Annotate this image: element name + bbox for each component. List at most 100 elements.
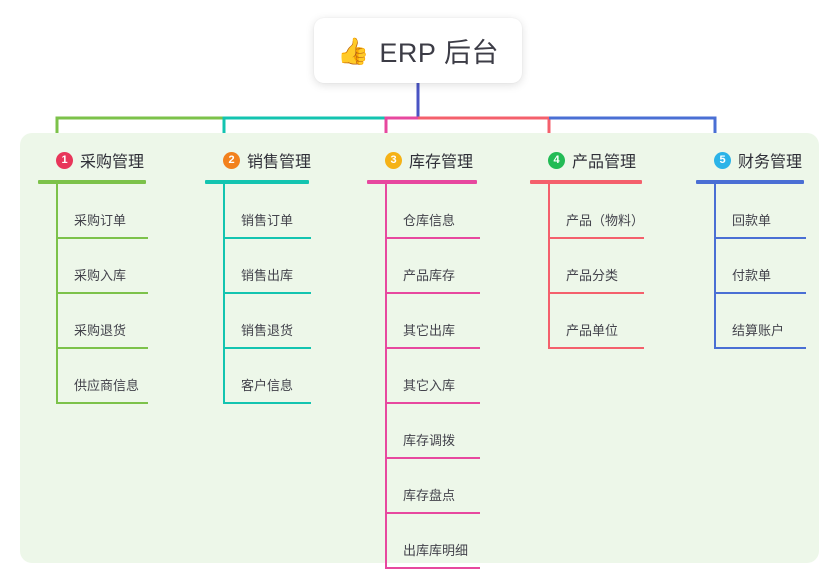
branch-leaves-1: 采购订单采购入库采购退货供应商信息 xyxy=(38,184,166,404)
leaf-item[interactable]: 采购退货 xyxy=(38,294,166,349)
leaf-item[interactable]: 回款单 xyxy=(696,184,818,239)
branch-column-3: 3 库存管理仓库信息产品库存其它出库其它入库库存调拨库存盘点出库库明细 xyxy=(367,148,489,569)
leaf-label: 销售订单 xyxy=(241,213,294,228)
root-node[interactable]: 👍 ERP 后台 xyxy=(314,18,522,83)
leaf-underline xyxy=(385,292,480,294)
leaf-label: 库存盘点 xyxy=(403,488,456,503)
leaf-item[interactable]: 产品单位 xyxy=(530,294,655,349)
leaf-underline xyxy=(548,347,644,349)
leaf-label: 仓库信息 xyxy=(403,213,456,228)
leaf-underline xyxy=(714,292,806,294)
leaf-underline xyxy=(56,402,148,404)
leaf-item[interactable]: 产品分类 xyxy=(530,239,655,294)
leaf-item[interactable]: 销售退货 xyxy=(205,294,323,349)
branch-title-1: 采购管理 xyxy=(80,154,145,171)
branch-underline-1 xyxy=(38,180,146,184)
branch-badge-3: 3 xyxy=(385,151,402,169)
leaf-item[interactable]: 库存盘点 xyxy=(367,459,489,514)
branch-badge-2: 2 xyxy=(223,151,240,169)
leaf-label: 产品分类 xyxy=(566,268,619,283)
leaf-label: 产品单位 xyxy=(566,323,619,338)
leaf-label: 库存调拨 xyxy=(403,433,456,448)
leaf-label: 付款单 xyxy=(732,268,772,283)
branch-leaves-5: 回款单付款单结算账户 xyxy=(696,184,818,349)
branch-column-2: 2 销售管理销售订单销售出库销售退货客户信息 xyxy=(205,148,323,404)
leaf-underline xyxy=(56,292,148,294)
branch-underline-4 xyxy=(530,180,642,184)
branch-leaves-3: 仓库信息产品库存其它出库其它入库库存调拨库存盘点出库库明细 xyxy=(367,184,489,569)
leaf-label: 产品库存 xyxy=(403,268,456,283)
leaf-label: 其它入库 xyxy=(403,378,456,393)
leaf-underline xyxy=(223,347,311,349)
leaf-item[interactable]: 库存调拨 xyxy=(367,404,489,459)
leaf-underline xyxy=(548,292,644,294)
leaf-label: 供应商信息 xyxy=(74,378,140,393)
leaf-label: 采购退货 xyxy=(74,323,127,338)
leaf-underline xyxy=(385,567,480,569)
branch-spine-1 xyxy=(56,184,58,404)
thumbs-up-icon: 👍 xyxy=(337,35,370,66)
leaf-label: 销售退货 xyxy=(241,323,294,338)
branch-column-4: 4 产品管理产品（物料） 产品分类产品单位 xyxy=(530,148,655,349)
leaf-underline xyxy=(548,237,644,239)
branch-underline-2 xyxy=(205,180,309,184)
leaf-item[interactable]: 其它入库 xyxy=(367,349,489,404)
branch-column-5: 5 财务管理回款单付款单结算账户 xyxy=(696,148,818,349)
branch-spine-3 xyxy=(385,184,387,569)
branch-leaves-2: 销售订单销售出库销售退货客户信息 xyxy=(205,184,323,404)
branch-badge-1: 1 xyxy=(56,151,73,169)
leaf-label: 产品（物料） xyxy=(566,213,645,228)
leaf-item[interactable]: 采购入库 xyxy=(38,239,166,294)
leaf-label: 采购订单 xyxy=(74,213,127,228)
leaf-label: 出库库明细 xyxy=(403,543,469,558)
leaf-label: 客户信息 xyxy=(241,378,294,393)
leaf-label: 采购入库 xyxy=(74,268,127,283)
branch-underline-5 xyxy=(696,180,804,184)
leaf-underline xyxy=(714,347,806,349)
leaf-underline xyxy=(223,402,311,404)
leaf-underline xyxy=(56,347,148,349)
leaf-underline xyxy=(56,237,148,239)
leaf-item[interactable]: 采购订单 xyxy=(38,184,166,239)
leaf-underline xyxy=(385,512,480,514)
leaf-underline xyxy=(385,457,480,459)
leaf-underline xyxy=(385,237,480,239)
leaf-underline xyxy=(385,402,480,404)
leaf-underline xyxy=(223,292,311,294)
leaf-item[interactable]: 付款单 xyxy=(696,239,818,294)
branch-underline-3 xyxy=(367,180,477,184)
leaf-underline xyxy=(223,237,311,239)
leaf-item[interactable]: 仓库信息 xyxy=(367,184,489,239)
leaf-label: 销售出库 xyxy=(241,268,294,283)
leaf-item[interactable]: 结算账户 xyxy=(696,294,818,349)
leaf-underline xyxy=(385,347,480,349)
branch-title-2: 销售管理 xyxy=(247,154,312,171)
branch-spine-5 xyxy=(714,184,716,349)
leaf-item[interactable]: 供应商信息 xyxy=(38,349,166,404)
leaf-label: 其它出库 xyxy=(403,323,456,338)
branch-header-3[interactable]: 3 库存管理 xyxy=(367,148,489,172)
branch-title-5: 财务管理 xyxy=(738,154,803,171)
branch-header-2[interactable]: 2 销售管理 xyxy=(205,148,323,172)
leaf-label: 回款单 xyxy=(732,213,772,228)
leaf-item[interactable]: 其它出库 xyxy=(367,294,489,349)
branch-header-5[interactable]: 5 财务管理 xyxy=(696,148,818,172)
leaf-label: 结算账户 xyxy=(732,323,785,338)
leaf-item[interactable]: 产品库存 xyxy=(367,239,489,294)
branch-title-3: 库存管理 xyxy=(409,154,474,171)
branch-badge-4: 4 xyxy=(548,151,565,169)
leaf-item[interactable]: 销售订单 xyxy=(205,184,323,239)
branch-leaves-4: 产品（物料） 产品分类产品单位 xyxy=(530,184,655,349)
branch-badge-5: 5 xyxy=(714,151,731,169)
branch-title-4: 产品管理 xyxy=(572,154,637,171)
leaf-item[interactable]: 出库库明细 xyxy=(367,514,489,569)
branch-spine-2 xyxy=(223,184,225,404)
root-title: ERP 后台 xyxy=(379,38,499,68)
leaf-item[interactable]: 产品（物料） xyxy=(530,184,655,239)
branch-header-4[interactable]: 4 产品管理 xyxy=(530,148,655,172)
leaf-underline xyxy=(714,237,806,239)
branch-header-1[interactable]: 1 采购管理 xyxy=(38,148,166,172)
leaf-item[interactable]: 客户信息 xyxy=(205,349,323,404)
leaf-item[interactable]: 销售出库 xyxy=(205,239,323,294)
